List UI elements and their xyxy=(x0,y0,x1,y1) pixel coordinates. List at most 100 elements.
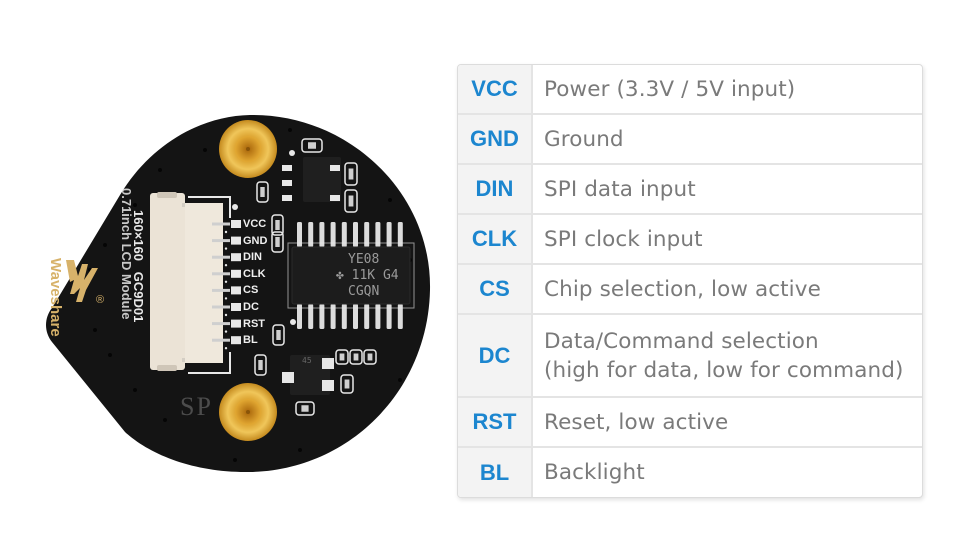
driver-ic xyxy=(287,222,415,329)
pin-description-cell: Data/Command selection (high for data, l… xyxy=(544,328,904,383)
component-body xyxy=(276,330,281,340)
component-body xyxy=(344,379,350,389)
ic-lead xyxy=(319,222,325,247)
component-outline xyxy=(340,374,354,394)
ic-lead xyxy=(308,222,314,247)
via-dots xyxy=(88,128,412,462)
brand-text: Waveshare xyxy=(47,258,64,337)
component-outline xyxy=(272,324,285,346)
component-outline xyxy=(256,181,269,203)
pin-name-cell: DC xyxy=(458,315,533,396)
solder-pad xyxy=(231,286,241,295)
component-body xyxy=(367,353,373,361)
connector-pin-leg xyxy=(212,272,230,276)
ic-lead xyxy=(353,304,358,329)
connector-pin-label-gnd: GND xyxy=(243,234,268,247)
connector-pin-label-rst: RST xyxy=(243,317,265,330)
pin-description-table: VCC Power (3.3V / 5V input) GND Ground D… xyxy=(457,64,923,498)
board-illustration xyxy=(46,114,431,473)
component-outline xyxy=(363,349,377,365)
component-outline xyxy=(271,231,284,253)
ic-lead xyxy=(319,304,325,329)
pin-description-cell: SPI clock input xyxy=(544,226,703,252)
component-body xyxy=(301,405,309,412)
solder-pad xyxy=(282,372,294,383)
connector-pin-label-clk: CLK xyxy=(243,267,266,280)
connector-pin-leg xyxy=(212,305,230,309)
component-outline xyxy=(335,349,349,365)
ic-lead xyxy=(397,222,403,247)
component-outline xyxy=(254,354,267,376)
ic-lead xyxy=(386,222,392,247)
small-ic-bottom xyxy=(290,355,330,395)
table-row: BL Backlight xyxy=(458,446,922,497)
connector-pin-leg xyxy=(212,338,230,342)
component-body xyxy=(308,142,316,149)
component-body xyxy=(275,220,280,230)
component-body xyxy=(348,195,354,207)
pin-name-cell: GND xyxy=(458,115,533,163)
connector-pin-legs xyxy=(212,220,241,350)
component-body xyxy=(260,187,265,197)
ic-lead xyxy=(341,304,347,329)
resistor xyxy=(282,180,292,186)
resistor xyxy=(330,195,340,201)
registered-mark: ® xyxy=(96,294,105,306)
ti-logo-icon: ✤ xyxy=(336,268,352,283)
resistor xyxy=(282,165,292,171)
connector-pin-leg xyxy=(212,222,230,226)
ic-lead xyxy=(330,304,336,329)
pin-name-cell: CLK xyxy=(458,215,533,263)
connector-pin-label-cs: CS xyxy=(243,284,259,297)
pin-name-cell: CS xyxy=(458,265,533,313)
connector-pin-leg xyxy=(212,322,230,326)
solder-pad xyxy=(231,319,241,328)
solder-pad xyxy=(231,253,241,262)
solder-pad xyxy=(231,269,241,278)
ic-lead xyxy=(341,222,347,247)
ic-lead xyxy=(375,304,381,329)
table-row: DIN SPI data input xyxy=(458,163,922,213)
pin-name-cell: DIN xyxy=(458,165,533,213)
component-outline xyxy=(295,401,315,416)
component-outline xyxy=(271,214,284,236)
connector-pin-label-din: DIN xyxy=(243,251,262,264)
solder-pad xyxy=(231,236,241,245)
table-row: VCC Power (3.3V / 5V input) xyxy=(458,65,922,113)
chip-marking: YE08 ✤ 11K G4 CGQN xyxy=(336,252,399,300)
chip-marking-line-3: CGQN xyxy=(348,284,380,299)
resistor xyxy=(282,195,292,201)
fpc-connector xyxy=(150,192,223,371)
solder-pad xyxy=(231,336,241,345)
ic-lead xyxy=(330,222,336,247)
ic-lead xyxy=(353,222,358,247)
component-body xyxy=(258,360,263,370)
pin-description-cell: Reset, low active xyxy=(544,409,729,435)
connector-pin-label-dc: DC xyxy=(243,301,259,313)
ic-lead xyxy=(297,222,302,247)
solder-pad xyxy=(322,358,334,369)
pin-name-cell: BL xyxy=(458,448,533,497)
component-outline xyxy=(301,138,323,153)
chip-marking-line-2: ✤ 11K G4 xyxy=(336,268,399,283)
component-body xyxy=(353,353,359,361)
component-outline xyxy=(344,162,358,186)
table-row: RST Reset, low active xyxy=(458,396,922,446)
mounting-hole-top xyxy=(219,120,277,178)
solder-pad xyxy=(231,220,241,228)
table-row: CS Chip selection, low active xyxy=(458,263,922,313)
pin-description-cell: Power (3.3V / 5V input) xyxy=(544,76,796,102)
solder-pad xyxy=(231,303,241,311)
pin-description-cell: Ground xyxy=(544,126,624,152)
pin-name-cell: RST xyxy=(458,398,533,446)
lcd-module-board: Waveshare ® 160×160 GC9D01 0.71inch LCD … xyxy=(0,0,440,558)
component-outline xyxy=(349,349,363,365)
table-row: GND Ground xyxy=(458,113,922,163)
component-body xyxy=(348,168,354,180)
component-body xyxy=(339,353,345,361)
pin-description-cell: SPI data input xyxy=(544,176,696,202)
pin-description-cell: Chip selection, low active xyxy=(544,276,821,302)
table-row: CLK SPI clock input xyxy=(458,213,922,263)
ic-lead xyxy=(364,222,370,247)
resistor xyxy=(330,165,340,171)
